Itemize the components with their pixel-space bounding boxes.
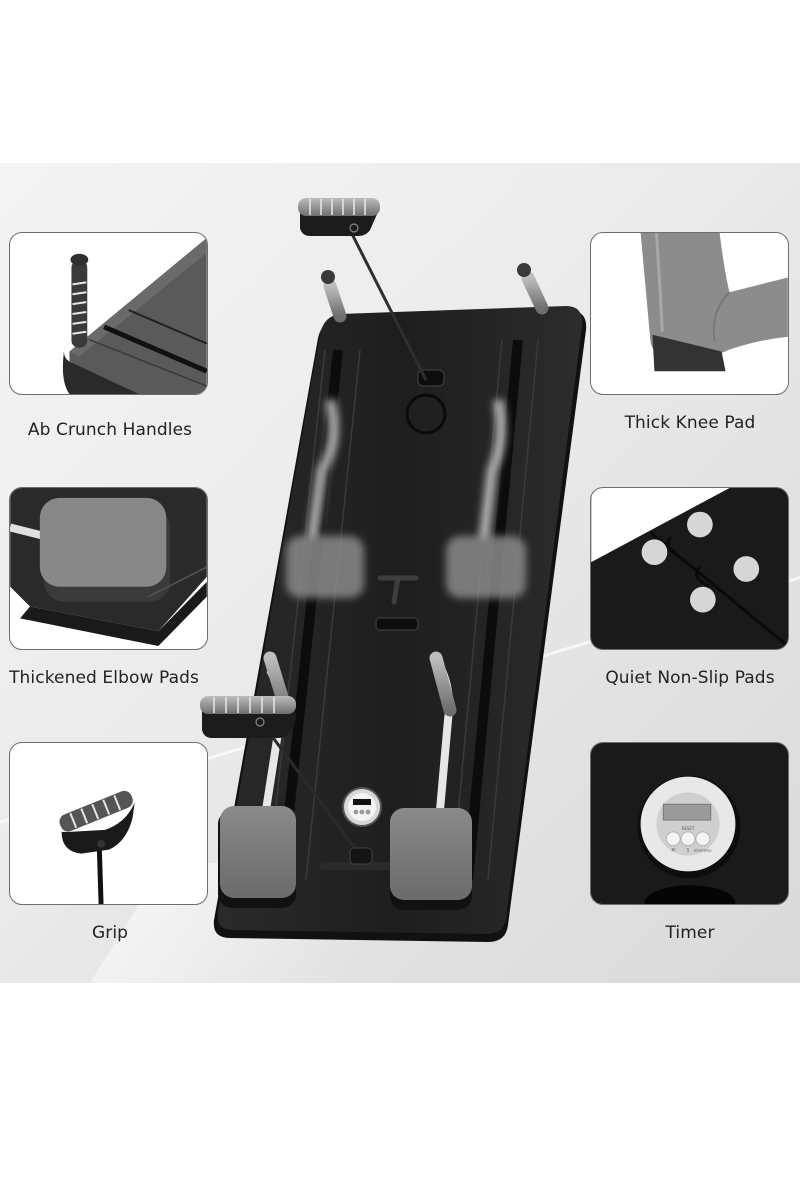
feature-card-grip [9, 742, 208, 905]
feature-card-timer: RESET M S Start/Stop [590, 742, 789, 905]
knee-pad-image [640, 233, 788, 372]
ab-crunch-handle-image [62, 237, 207, 394]
timer-button-s: S [687, 848, 690, 853]
ab-crunch-board-illustration [190, 190, 610, 970]
feature-label: Thickened Elbow Pads [9, 668, 199, 688]
feature-card-thickened-elbow-pads [9, 487, 208, 650]
grip-image [59, 790, 135, 904]
timer-button-start-stop: Start/Stop [694, 849, 711, 853]
feature-label: Grip [91, 923, 129, 943]
feature-label: Quiet Non-Slip Pads [605, 668, 775, 688]
feature-label: Timer [665, 923, 715, 943]
timer-reset-label: RESET [682, 826, 695, 831]
timer-image: RESET M S Start/Stop [637, 775, 741, 904]
feature-card-ab-crunch-handles [9, 232, 208, 395]
feature-card-quiet-non-slip-pads [590, 487, 789, 650]
timer-button-m: M [671, 848, 675, 853]
elbow-pad-image [10, 488, 207, 647]
feature-label: Thick Knee Pad [624, 413, 756, 433]
feature-label: Ab Crunch Handles [27, 420, 193, 440]
feature-card-thick-knee-pad [590, 232, 789, 395]
non-slip-pads-image [591, 488, 788, 648]
